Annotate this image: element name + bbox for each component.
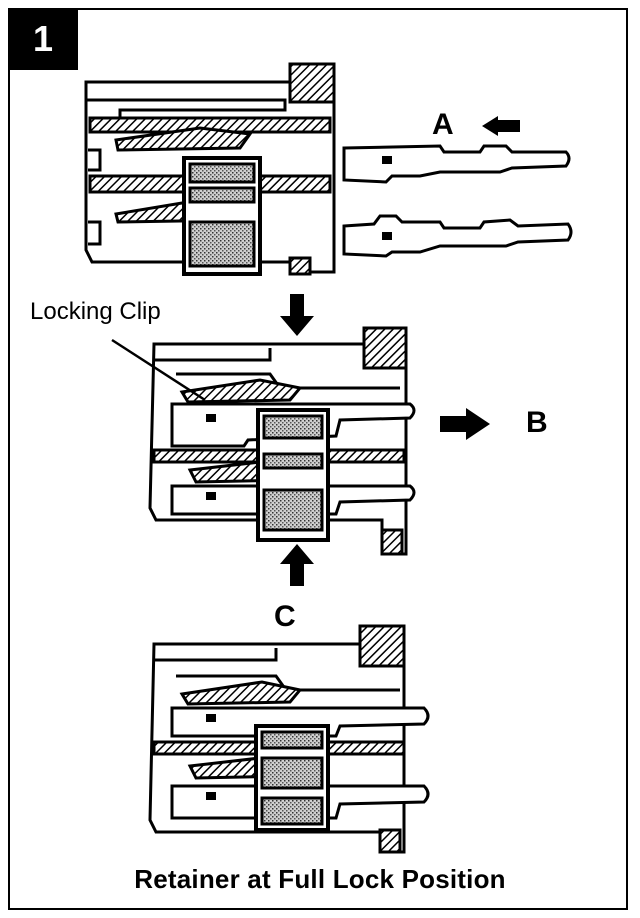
label-c: C (274, 600, 296, 633)
connector-top (84, 62, 336, 276)
connector-middle (148, 326, 416, 556)
terminal-upper (342, 144, 571, 184)
arrow-a (482, 116, 520, 136)
figure-frame (8, 8, 628, 910)
locking-clip-leader (111, 338, 206, 402)
figure-caption: Retainer at Full Lock Position (134, 864, 506, 894)
arrow-down (280, 294, 314, 336)
label-a: A (432, 108, 454, 141)
label-locking-clip: Locking Clip (30, 298, 161, 325)
arrow-b (440, 408, 490, 440)
label-b: B (526, 406, 548, 439)
arrow-up (280, 544, 314, 586)
connector-bottom (148, 624, 430, 854)
step-number-badge: 1 (8, 8, 78, 70)
terminal-lower (342, 214, 573, 258)
